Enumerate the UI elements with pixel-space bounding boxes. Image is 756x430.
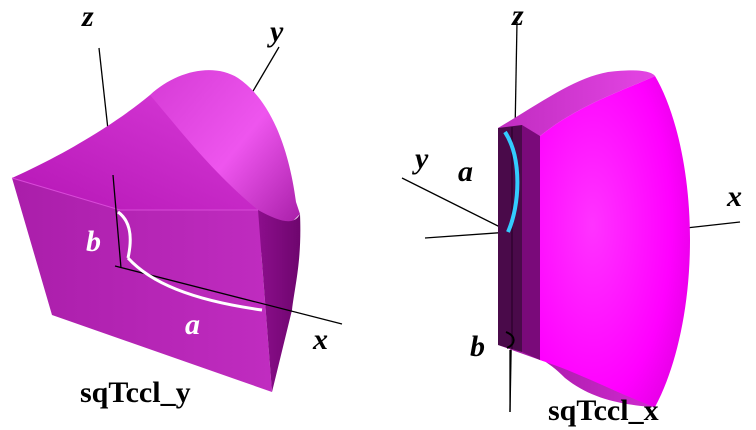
right-curve-label-b: b <box>470 330 485 363</box>
left-diagram: z y x b a sqTccl_y <box>11 0 343 409</box>
left-curve-b <box>117 210 132 259</box>
right-caption: sqTccl_x <box>548 394 659 427</box>
left-x-axis <box>114 265 343 325</box>
left-side-face <box>258 210 301 392</box>
right-axis-label-x: x <box>726 180 742 213</box>
right-curve-b <box>505 331 515 349</box>
right-bottom-face <box>498 345 655 407</box>
right-y-axis <box>401 177 511 233</box>
right-curve-a <box>503 130 520 233</box>
left-front-face <box>12 178 272 392</box>
left-caption: sqTccl_y <box>80 376 191 409</box>
right-top-face <box>498 70 655 136</box>
left-axis-label-y: y <box>267 15 284 48</box>
right-slab-front <box>498 125 522 352</box>
left-curve-a <box>126 256 263 312</box>
right-axis-label-z: z <box>511 0 524 32</box>
left-axis-label-z: z <box>81 0 94 33</box>
right-slab-side <box>522 125 540 360</box>
left-axis-label-x: x <box>312 323 328 356</box>
left-top-edge <box>11 177 258 211</box>
left-curve-label-b: b <box>86 225 101 258</box>
right-diagram: z y x a b sqTccl_x <box>401 0 742 427</box>
left-z-axis <box>112 174 122 269</box>
right-axis-label-y: y <box>412 142 429 175</box>
right-horizontal-axis <box>424 231 511 239</box>
left-curve-label-a: a <box>185 308 200 341</box>
left-top-face <box>12 95 258 210</box>
right-x-axis <box>685 221 741 229</box>
right-curve-label-a: a <box>458 155 473 188</box>
right-cap-surface <box>540 76 690 407</box>
